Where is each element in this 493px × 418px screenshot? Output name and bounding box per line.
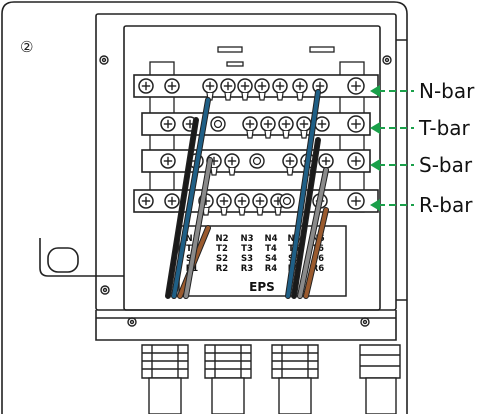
- terminal-screw-2-6: [296, 116, 312, 139]
- eps-terminal-label: T4: [265, 244, 277, 254]
- n-bar-label: N-bar: [419, 79, 475, 103]
- eps-terminal-label: R4: [265, 264, 278, 274]
- eps-terminal-label: N3: [240, 234, 253, 244]
- t-bar-label: T-bar: [419, 116, 470, 140]
- terminal-screw-4-6: [252, 193, 268, 216]
- terminal-screw-3-4: [224, 153, 240, 176]
- terminal-screw-2-5: [278, 116, 294, 139]
- callout-leaders: [370, 85, 414, 211]
- r-bar-label: R-bar: [419, 193, 473, 217]
- terminal-screw-3-5: [282, 153, 298, 176]
- callout-leader-4: [370, 199, 414, 211]
- wire-black-1: [166, 118, 198, 298]
- cable-gland-3: [271, 344, 319, 415]
- eps-terminal-label: R3: [241, 264, 254, 274]
- eps-terminal-label: S6: [312, 254, 324, 264]
- eps-terminal-label: R2: [216, 264, 229, 274]
- callout-leader-1: [370, 85, 414, 97]
- washer-2: [249, 153, 265, 169]
- step-number: ②: [20, 38, 34, 56]
- terminal-screw-1-1: [138, 78, 154, 94]
- terminal-screw-4-2: [164, 193, 180, 209]
- eps-terminal-label: R6: [312, 264, 325, 274]
- terminal-screw-1-6: [254, 78, 270, 101]
- eps-terminal-label: N1: [185, 234, 198, 244]
- callout-leader-3: [370, 159, 414, 171]
- bar-end-screw-1: [347, 77, 365, 95]
- terminal-screw-2-3: [242, 116, 258, 139]
- bar-end-screw-2: [347, 115, 365, 133]
- eps-terminal-label: T3: [241, 244, 253, 254]
- washer-3: [279, 193, 295, 209]
- cable-glands: [141, 344, 401, 415]
- eps-terminal-label: N2: [215, 234, 228, 244]
- terminal-screw-3-7: [318, 153, 334, 169]
- bar-end-screw-3: [347, 152, 365, 170]
- wire-blue-2: [286, 90, 320, 298]
- terminal-screw-2-7: [314, 116, 330, 132]
- terminal-screw-1-4: [220, 78, 236, 101]
- wire-grey-2: [298, 168, 328, 298]
- wire-grey-1: [184, 158, 212, 298]
- terminal-screw-4-4: [216, 193, 232, 216]
- cable-gland-2: [204, 344, 252, 415]
- cable-gland-1: [141, 344, 189, 415]
- cable-gland-4: [359, 344, 401, 415]
- eps-terminal-label: S4: [265, 254, 277, 264]
- terminal-screw-4-5: [234, 193, 250, 216]
- wire-black-2: [292, 138, 320, 298]
- terminal-screw-3-1: [160, 153, 176, 169]
- eps-plate-title: EPS: [249, 280, 275, 294]
- terminal-screw-4-1: [138, 193, 154, 209]
- bar-end-screw-4: [347, 192, 365, 210]
- terminal-screws: [138, 77, 365, 216]
- washer-1: [210, 116, 226, 132]
- terminal-screw-1-3: [202, 78, 218, 101]
- wires: [165, 89, 329, 299]
- wire-brown-2: [304, 208, 328, 298]
- terminal-screw-2-4: [260, 116, 276, 139]
- eps-terminal-label: S2: [216, 254, 228, 264]
- terminal-screw-1-8: [292, 78, 308, 101]
- eps-terminal-label: N4: [264, 234, 277, 244]
- wire-blue-1: [172, 98, 210, 298]
- terminal-screw-1-7: [272, 78, 288, 101]
- enclosure-screws: [99, 55, 392, 327]
- eps-terminal-label: S3: [241, 254, 253, 264]
- top-slots: [217, 46, 335, 67]
- callout-leader-2: [370, 122, 414, 134]
- terminal-screw-2-1: [160, 116, 176, 132]
- terminal-screw-1-5: [237, 78, 253, 101]
- terminal-screw-1-2: [164, 78, 180, 94]
- s-bar-label: S-bar: [419, 153, 473, 177]
- eps-terminal-label: T2: [216, 244, 228, 254]
